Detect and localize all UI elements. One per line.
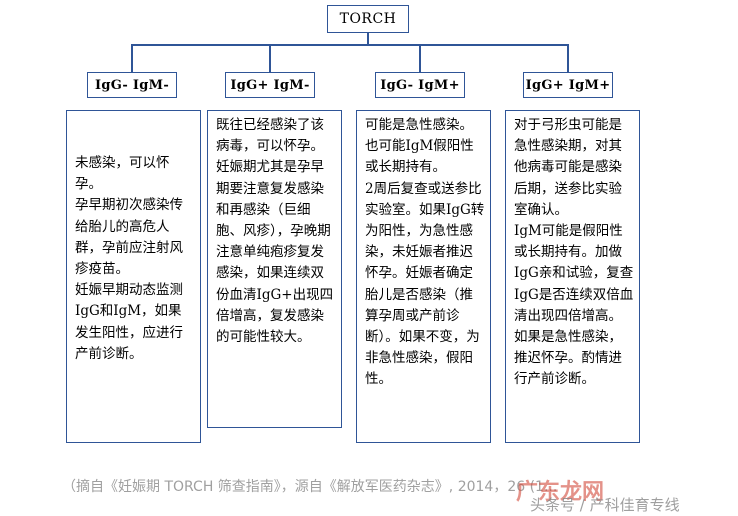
connector-col4: [567, 44, 569, 72]
connector-col3: [419, 44, 421, 72]
header-igg-neg-igm-neg: IgG- IgM-: [87, 72, 177, 98]
paragraph: 如果是急性感染，推迟怀孕。酌情进行产前诊断。: [514, 329, 622, 388]
header-igg-pos-igm-neg: IgG+ IgM-: [225, 72, 315, 98]
paragraph: 既往已经感染了该病毒，可以怀孕。: [216, 117, 324, 155]
paragraph: 可能是急性感染。: [365, 117, 473, 133]
paragraph: 对于弓形虫可能是急性感染期，对其他病毒可能是感染后期，送参比实验室确认。: [514, 117, 622, 218]
connector-col1: [131, 44, 133, 72]
paragraph: 未感染，可以怀孕。: [75, 155, 170, 193]
watermark-brand: 广东龙网: [516, 480, 605, 505]
connector-col2: [269, 44, 271, 72]
content-box-col4: 对于弓形虫可能是急性感染期，对其他病毒可能是感染后期，送参比实验室确认。 IgM…: [505, 110, 640, 443]
header-label: IgG- IgM+: [380, 77, 460, 93]
paragraph: 孕早期初次感染传给胎儿的高危人群，孕前应注射风疹疫苗。: [75, 197, 183, 278]
header-label: IgG- IgM-: [94, 77, 170, 93]
content-box-col3: 可能是急性感染。 也可能IgM假阳性或长期持有。 2周后复查或送参比实验室。如果…: [356, 110, 491, 443]
paragraph: 妊娠早期动态监测IgG和IgM，如果发生阳性，应进行产前诊断。: [75, 282, 183, 362]
root-node: TORCH: [327, 5, 409, 33]
root-label: TORCH: [339, 11, 397, 27]
header-label: IgG+ IgM-: [230, 77, 310, 93]
paragraph: 2周后复查或送参比实验室。如果IgG转为阳性，为急性感染，未妊娠者推迟怀孕。妊娠…: [365, 180, 485, 388]
header-igg-pos-igm-pos: IgG+ IgM+: [523, 72, 613, 98]
paragraph: 妊娠期尤其是孕早期要注意复发感染和再感染（巨细胞、风疹），孕晚期注意单纯疱疹复发…: [216, 159, 334, 346]
connector-root-down: [367, 33, 369, 45]
content-box-col2: 既往已经感染了该病毒，可以怀孕。 妊娠期尤其是孕早期要注意复发感染和再感染（巨细…: [207, 110, 342, 428]
paragraph: IgM可能是假阳性或长期持有。加做IgG亲和试验，复查IgG是否连续双倍血清出现…: [514, 223, 634, 324]
header-igg-neg-igm-pos: IgG- IgM+: [375, 72, 465, 98]
source-citation: （摘自《妊娠期 TORCH 筛查指南》，源自《解放军医药杂志》, 2014，26…: [62, 479, 558, 495]
connector-horizontal: [131, 44, 569, 46]
paragraph: 也可能IgM假阳性或长期持有。: [365, 138, 474, 176]
content-box-col1: 未感染，可以怀孕。 孕早期初次感染传给胎儿的高危人群，孕前应注射风疹疫苗。 妊娠…: [66, 110, 201, 443]
header-label: IgG+ IgM+: [525, 77, 611, 93]
watermark-account: 头条号 / 产科佳育专线: [530, 496, 680, 514]
